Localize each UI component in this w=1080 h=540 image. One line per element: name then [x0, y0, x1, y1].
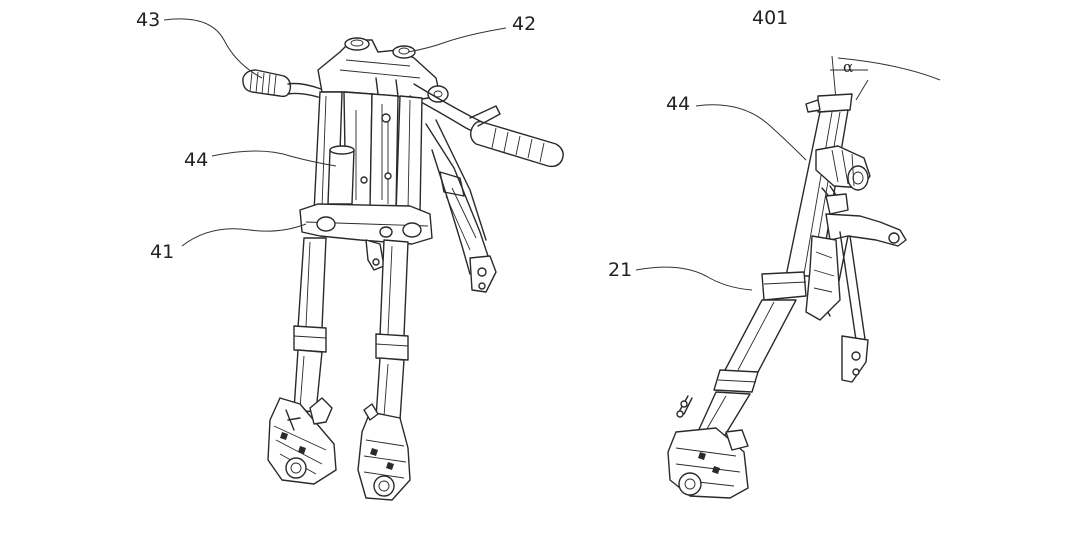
side-lower-clamp-bracket [761, 213, 907, 383]
leader-41 [181, 223, 307, 247]
leader-43 [163, 18, 263, 79]
leader-42 [407, 27, 507, 53]
leader-44b [695, 104, 807, 161]
label-401: 401 [752, 7, 788, 29]
label-41: 41 [150, 241, 174, 263]
front-view-fork-assembly [242, 37, 564, 501]
leader-44a [211, 150, 337, 167]
leader-21 [635, 266, 753, 291]
top-triple-clamp [317, 37, 449, 103]
fork-lower-legs [293, 237, 409, 421]
leader-lines [163, 18, 807, 291]
label-44-side: 44 [666, 93, 690, 115]
left-fork-foot-caliper [267, 397, 337, 485]
side-lower-leg [676, 299, 797, 441]
left-handlebar-grip [242, 69, 331, 101]
side-view-fork-assembly [667, 55, 941, 499]
fork-upper-tubes [313, 77, 423, 215]
label-44-front: 44 [184, 149, 208, 171]
label-43: 43 [136, 9, 160, 31]
label-42: 42 [512, 13, 536, 35]
side-fork-foot-caliper [667, 427, 749, 499]
right-fork-foot [357, 403, 411, 501]
label-21: 21 [608, 259, 632, 281]
label-alpha: α [843, 58, 853, 76]
side-handlebar-clamp [815, 145, 871, 215]
steering-angle-lines [830, 55, 941, 101]
frame-bracket [425, 119, 497, 293]
bottom-triple-clamp [299, 203, 433, 271]
